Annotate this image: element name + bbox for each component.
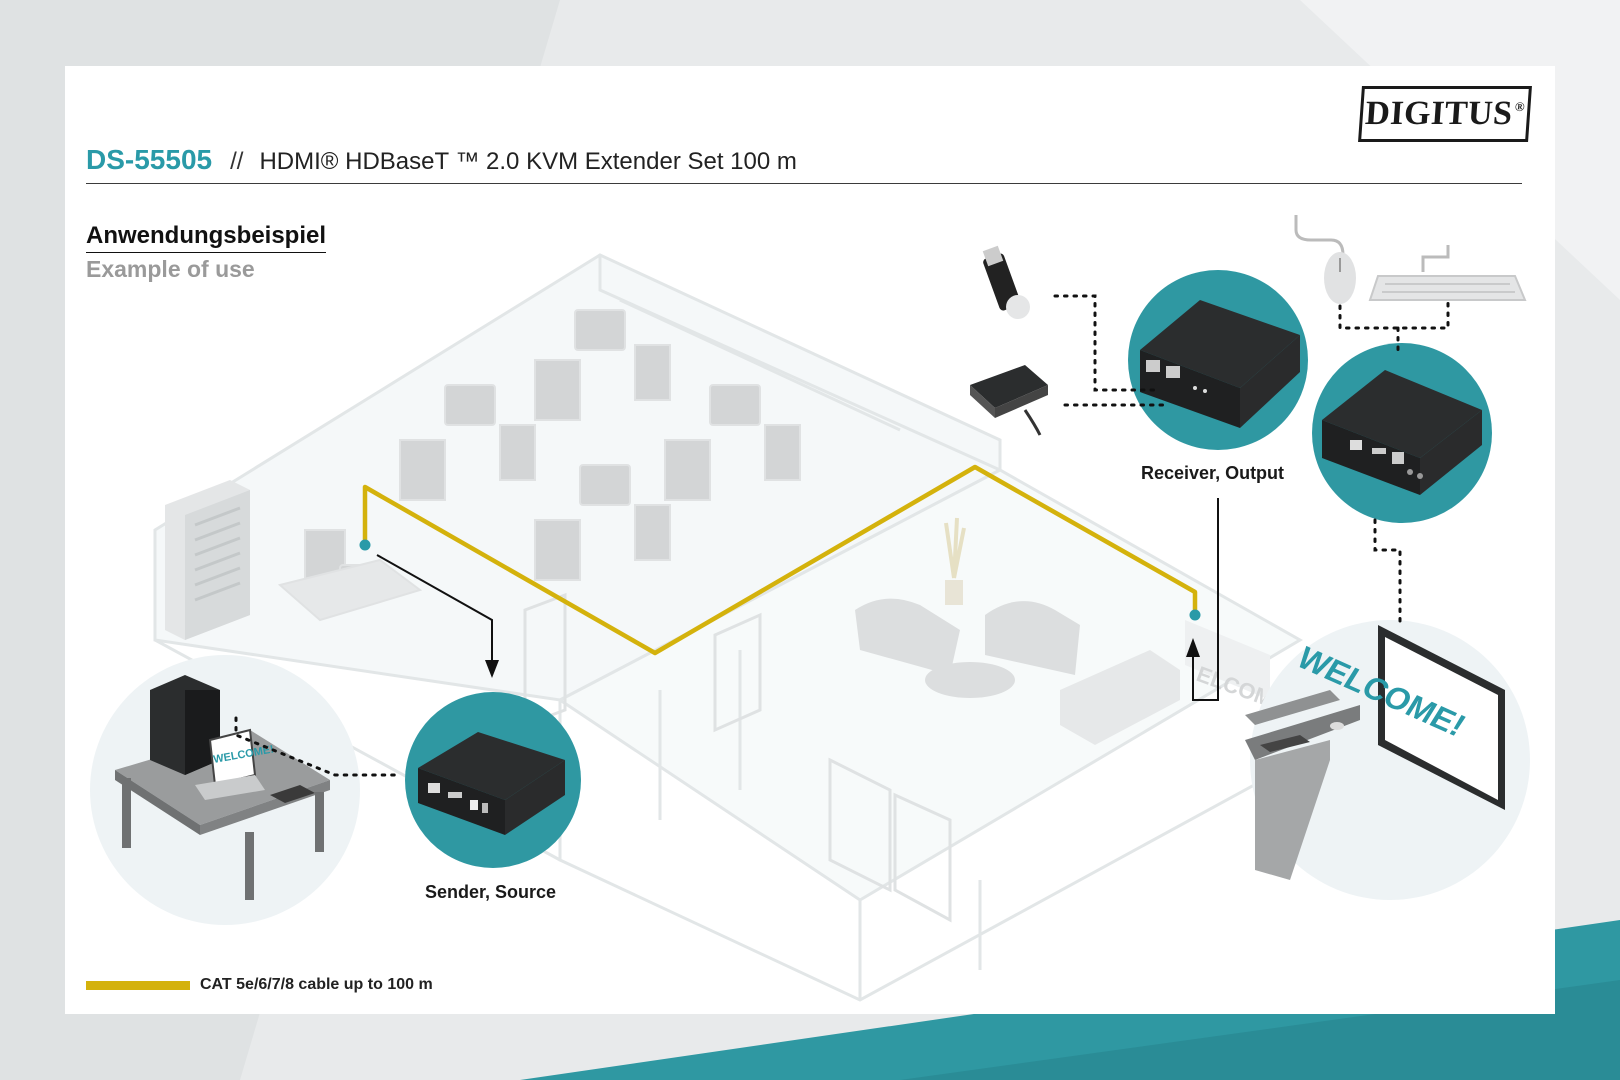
- product-title: HDMI® HDBaseT ™ 2.0 KVM Extender Set 100…: [259, 148, 797, 175]
- legend-text: CAT 5e/6/7/8 cable up to 100 m: [200, 976, 433, 993]
- page-header: DS-55505 // HDMI® HDBaseT ™ 2.0 KVM Exte…: [86, 144, 1522, 184]
- lounge-furniture: ELCOME: [855, 517, 1290, 745]
- logo-registered-mark: ®: [1514, 99, 1526, 114]
- logo-text: DIGITUS: [1364, 95, 1514, 132]
- sender-arrow: [376, 554, 493, 662]
- external-hdd: [970, 365, 1048, 436]
- keyboard: [1368, 245, 1527, 301]
- sender-device-circle: [405, 692, 581, 868]
- section-title: Anwendungsbeispiel: [86, 222, 327, 253]
- receiver-usb-device-circle: [1128, 270, 1308, 450]
- legend-cable-swatch: [86, 980, 190, 990]
- office-workstations: [277, 309, 801, 622]
- building-floorplan: [153, 253, 1303, 1002]
- receiver-arrow: [1192, 498, 1219, 701]
- header-separator: //: [230, 148, 244, 175]
- receiver-rear-device-circle: [1312, 343, 1492, 523]
- receiver-label: Receiver, Output: [1141, 463, 1285, 483]
- cable-endpoint-receiver: [1189, 609, 1201, 621]
- server-rack: [165, 480, 250, 640]
- sender-arrow-head: [485, 660, 499, 678]
- display-scene: WELCOME!: [1245, 620, 1530, 900]
- cat-cable-path: [362, 464, 1198, 656]
- doors: [523, 592, 952, 923]
- digitus-logo: DIGITUS®: [1358, 86, 1532, 142]
- receiver-arrow-head: [1186, 638, 1200, 657]
- cable-legend: CAT 5e/6/7/8 cable up to 100 m: [86, 976, 433, 994]
- cable-endpoint-sender: [359, 539, 371, 551]
- usb-stick: [982, 245, 1030, 319]
- dotted-connections: [234, 294, 1450, 777]
- model-number: DS-55505: [86, 144, 213, 175]
- mouse: [1294, 215, 1356, 304]
- section-subtitle: Example of use: [86, 256, 255, 282]
- sender-label: Sender, Source: [425, 882, 557, 902]
- source-pc-scene: WELCOME!: [90, 655, 360, 925]
